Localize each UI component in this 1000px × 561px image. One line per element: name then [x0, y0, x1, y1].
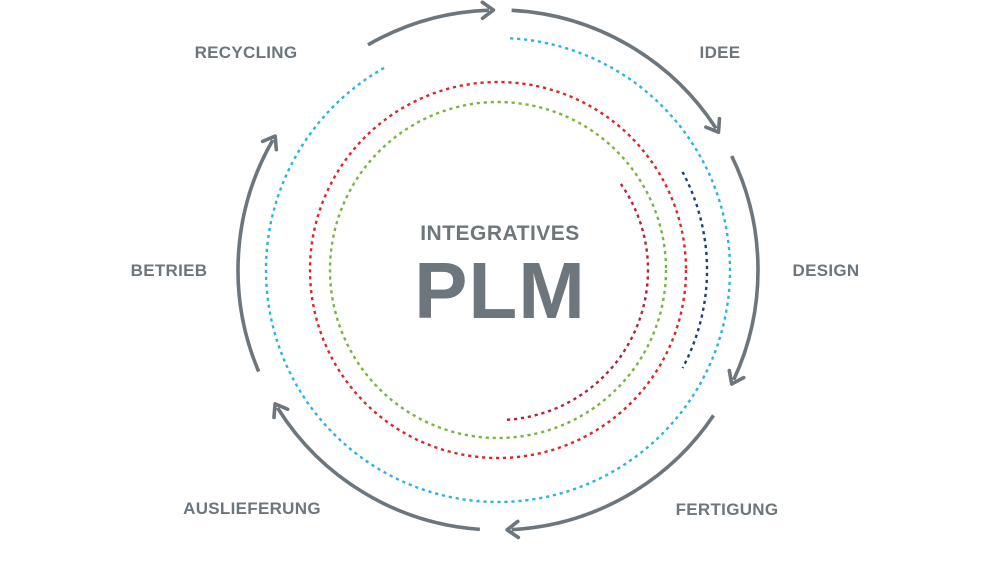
dotted-arc-light-blue: [264, 37, 732, 504]
dotted-arc-dark-blue: [681, 171, 709, 369]
stage-label-design: DESIGN: [793, 261, 860, 280]
dotted-arcs: [264, 37, 732, 504]
dotted-arc-green: [328, 100, 668, 440]
cycle-arrow-betrieb-to-recycling: [236, 134, 279, 373]
arrow-cycle-icon: [704, 116, 722, 135]
cycle-arrow-design-to-fertigung: [727, 155, 760, 386]
arrow-shaft: [275, 406, 480, 532]
stage-label-recycling: RECYCLING: [195, 43, 298, 62]
arrow-cycle-icon: [272, 402, 290, 420]
arrow-shaft: [511, 8, 718, 130]
stage-label-idee: IDEE: [700, 43, 741, 62]
arrow-cycle-icon: [505, 519, 521, 540]
arrow-cycle-icon: [727, 368, 746, 386]
center-title-line1: INTEGRATIVES: [420, 222, 580, 245]
arrow-cycle-icon: [480, 0, 496, 21]
center-title-line2: PLM: [414, 246, 586, 335]
cycle-arrow-idee-to-design: [511, 8, 722, 135]
arrow-shaft: [511, 414, 716, 532]
cycle-arrow-auslieferung-to-betrieb: [272, 402, 480, 532]
dotted-arc-red: [308, 80, 688, 460]
stage-label-auslieferung: AUSLIEFERUNG: [183, 499, 321, 518]
cycle-arrow-recycling-to-idee: [367, 0, 496, 47]
stage-label-fertigung: FERTIGUNG: [676, 500, 779, 519]
cycle-arrows: [236, 0, 760, 540]
dotted-arc-dark-red: [503, 183, 650, 422]
arrow-shaft: [730, 155, 760, 381]
arrow-shaft: [236, 139, 275, 373]
cycle-arrow-fertigung-to-auslieferung: [505, 414, 716, 540]
stage-label-betrieb: BETRIEB: [131, 261, 208, 280]
arrow-shaft: [367, 8, 489, 47]
arrow-cycle-icon: [260, 134, 279, 152]
